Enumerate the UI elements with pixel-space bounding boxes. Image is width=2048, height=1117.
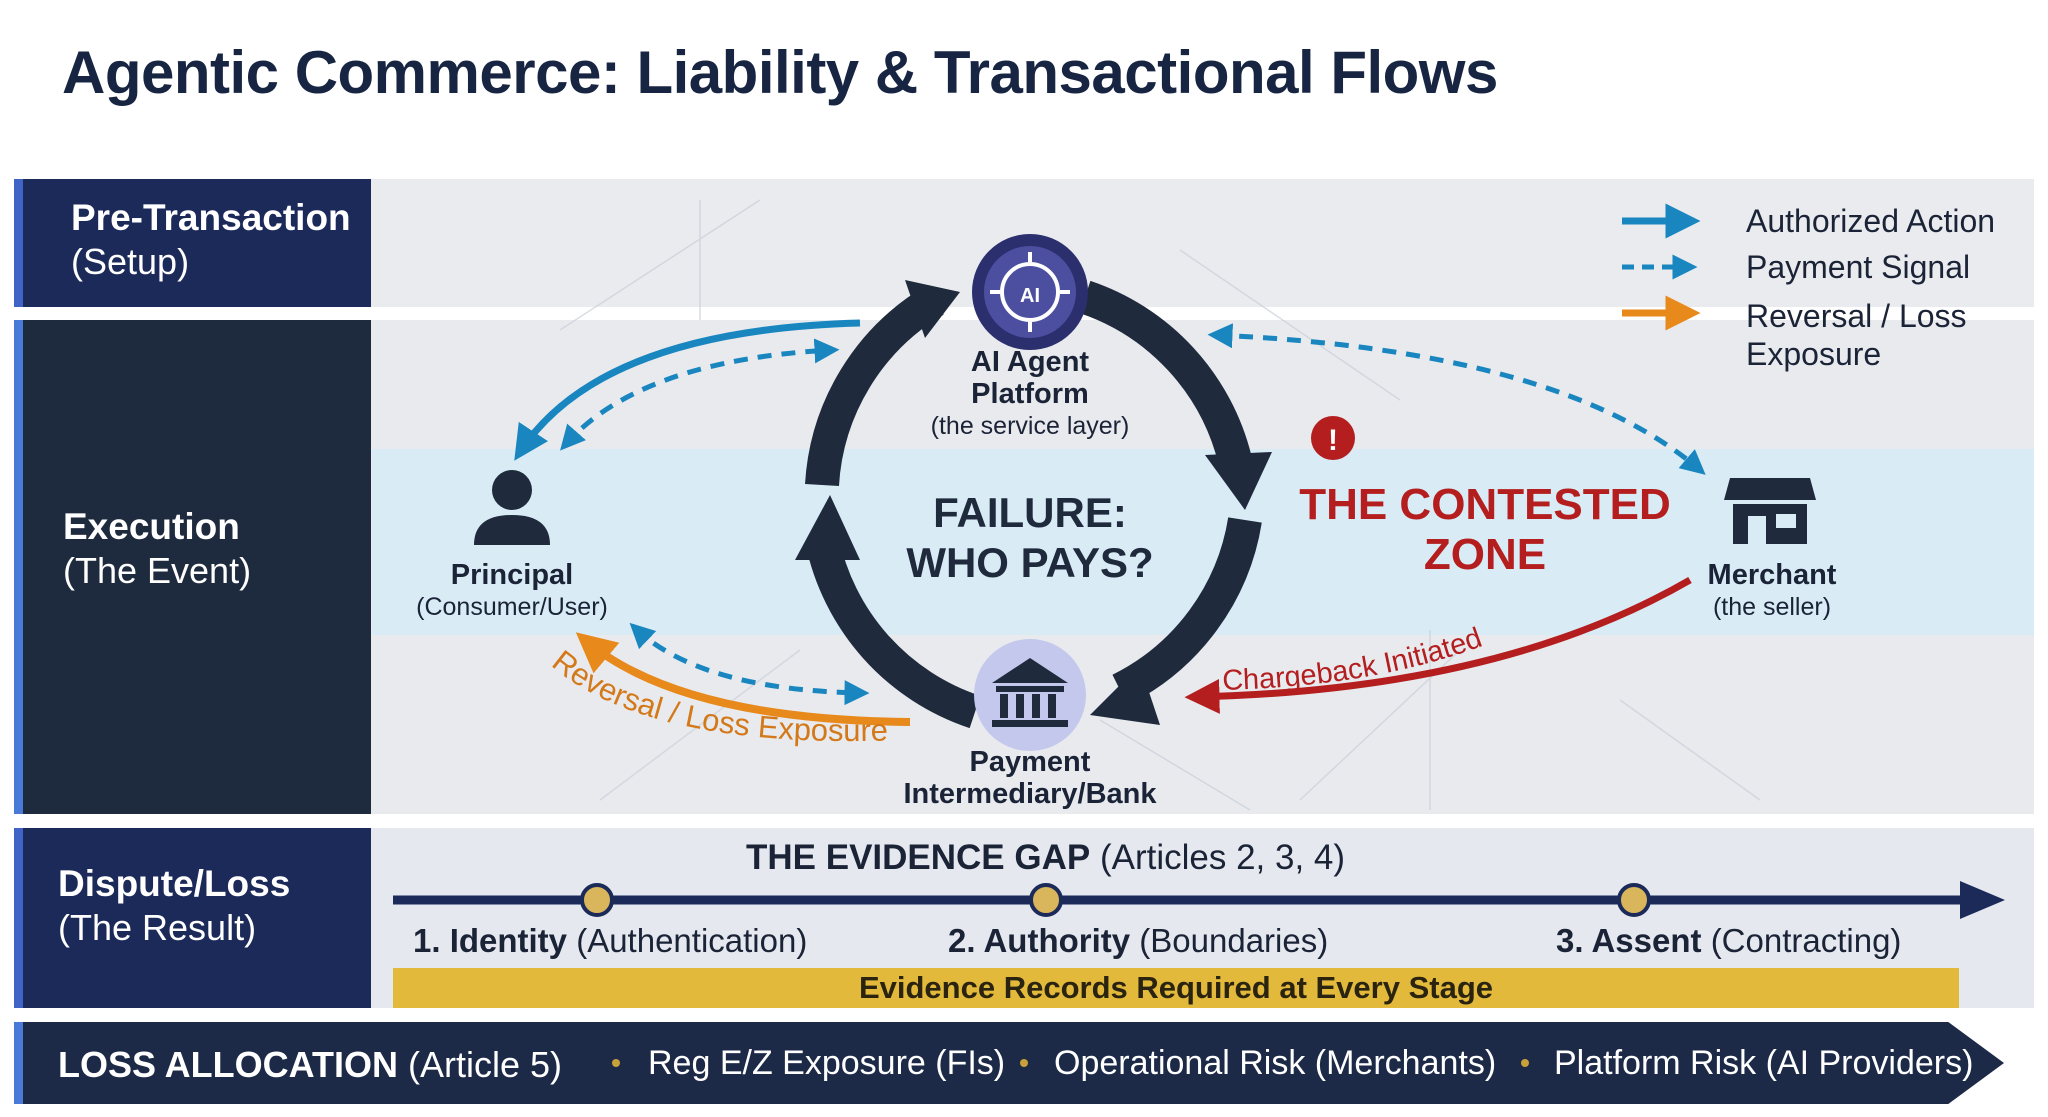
loss-allocation-title: LOSS ALLOCATION (Article 5) — [58, 1044, 562, 1086]
bank-name: Payment — [969, 746, 1091, 778]
bullet-dot — [1521, 1059, 1529, 1067]
ai-icon-label: AI — [1020, 285, 1040, 307]
loss-item-ai-providers: Platform Risk (AI Providers) — [1554, 1044, 1974, 1082]
cycle-arrowhead — [905, 280, 960, 338]
stage-identity: 1. Identity (Authentication) — [413, 922, 807, 960]
ai-agent-icon: AI — [972, 234, 1088, 350]
ai-agent-sub: (the service layer) — [930, 412, 1130, 440]
cycle-arrowhead — [1205, 452, 1272, 510]
arrow-chargeback — [1184, 576, 1692, 714]
principal-sub: (Consumer/User) — [416, 593, 608, 621]
loss-allocation-bar: LOSS ALLOCATION (Article 5) Reg E/Z Expo… — [14, 1022, 2004, 1104]
loss-title-article: (Article 5) — [408, 1044, 563, 1085]
cycle-arc-bottom-right — [1112, 517, 1262, 706]
arrow-reversal-loss — [575, 632, 911, 726]
arrow-agent-merchant-payment — [1207, 323, 1706, 475]
arrow-principal-to-agent-authorized — [514, 319, 861, 461]
legend-reversal-label: Reversal / Loss Exposure — [1746, 297, 1967, 373]
page-title: Agentic Commerce: Liability & Transactio… — [62, 39, 1498, 106]
stage-label: 3. Assent — [1556, 922, 1702, 959]
arrow-principal-bank-payment — [629, 622, 870, 706]
center-question: FAILURE: WHO PAYS? — [880, 488, 1180, 588]
contested-line-2: ZONE — [1423, 530, 1547, 579]
timeline-node-identity — [580, 883, 614, 917]
cycle-arrowhead — [1090, 665, 1160, 725]
stage-sub: (Contracting) — [1710, 922, 1902, 959]
merchant-name: Merchant — [1707, 559, 1837, 591]
phase-sub: (The Event) — [63, 550, 252, 591]
evidence-timeline — [393, 881, 2005, 919]
evidence-gap-header: THE EVIDENCE GAP (Articles 2, 3, 4) — [746, 838, 1345, 878]
merchant-sub: (the seller) — [1712, 593, 1832, 621]
stage-sub: (Authentication) — [576, 922, 808, 959]
stage-authority: 2. Authority (Boundaries) — [948, 922, 1328, 960]
cycle-arrowhead — [795, 495, 860, 560]
merchant-label: Merchant (the seller) — [1672, 558, 1872, 622]
phase-sub: (Setup) — [71, 241, 190, 282]
legend-reversal-line-1: Reversal / Loss — [1746, 298, 1967, 334]
phase-label-dispute: Dispute/Loss (The Result) — [14, 828, 371, 1008]
evidence-gap-title: THE EVIDENCE GAP — [746, 838, 1091, 877]
bank-name-2: Intermediary/Bank — [903, 778, 1157, 810]
loss-item-fis: Reg E/Z Exposure (FIs) — [648, 1044, 1006, 1082]
legend-payment-label: Payment Signal — [1746, 249, 1971, 285]
arrow-principal-agent-payment — [560, 338, 840, 451]
bank-label: Payment Intermediary/Bank — [880, 746, 1180, 810]
stage-label: 1. Identity — [413, 922, 568, 959]
phase-label-pre-transaction: Pre-Transaction (Setup) — [14, 179, 371, 307]
chargeback-label: Chargeback Initiated — [1222, 622, 1486, 697]
legend-authorized-label: Authorized Action — [1746, 203, 1996, 239]
principal-label: Principal (Consumer/User) — [392, 558, 632, 622]
phase-label-execution: Execution (The Event) — [14, 320, 371, 814]
stage-assent: 3. Assent (Contracting) — [1556, 922, 1901, 960]
bullet-dot — [1020, 1059, 1028, 1067]
bank-icon — [974, 639, 1086, 751]
ai-agent-name: AI Agent — [970, 346, 1090, 378]
evidence-records-banner: Evidence Records Required at Every Stage — [393, 968, 1959, 1008]
bullet-dot — [612, 1059, 620, 1067]
loss-bar-accent — [14, 1022, 23, 1104]
contested-line-1: THE CONTESTED — [1299, 480, 1671, 529]
alert-glyph: ! — [1328, 424, 1338, 457]
merchant-store-icon — [1724, 478, 1816, 544]
ai-agent-label: AI Agent Platform (the service layer) — [920, 346, 1140, 442]
timeline-node-assent — [1617, 883, 1651, 917]
phase-sub: (The Result) — [58, 907, 257, 948]
phase-name: Dispute/Loss — [58, 863, 291, 904]
principal-name: Principal — [450, 559, 574, 591]
ai-agent-name-2: Platform — [971, 378, 1089, 410]
loss-item-merchants: Operational Risk (Merchants) — [1054, 1044, 1497, 1082]
stage-sub: (Boundaries) — [1139, 922, 1329, 959]
timeline-node-authority — [1029, 883, 1063, 917]
contested-zone-label: THE CONTESTED ZONE — [1270, 480, 1700, 580]
cycle-arc-bottom-left — [805, 536, 981, 729]
phase-name: Pre-Transaction — [71, 197, 351, 238]
cycle-arc-top-left — [805, 285, 944, 487]
reversal-label: Reversal / Loss Exposure — [546, 643, 888, 748]
evidence-gap-articles: (Articles 2, 3, 4) — [1099, 838, 1346, 877]
loss-title-main: LOSS ALLOCATION — [58, 1044, 398, 1085]
center-line-2: WHO PAYS? — [906, 539, 1154, 586]
stage-label: 2. Authority — [948, 922, 1131, 959]
principal-icon — [474, 470, 550, 545]
legend-arrows — [1622, 203, 1701, 331]
center-line-1: FAILURE: — [933, 489, 1127, 536]
phase-name: Execution — [63, 506, 240, 547]
legend-reversal-line-2: Exposure — [1746, 336, 1882, 372]
alert-icon: ! — [1311, 416, 1355, 460]
